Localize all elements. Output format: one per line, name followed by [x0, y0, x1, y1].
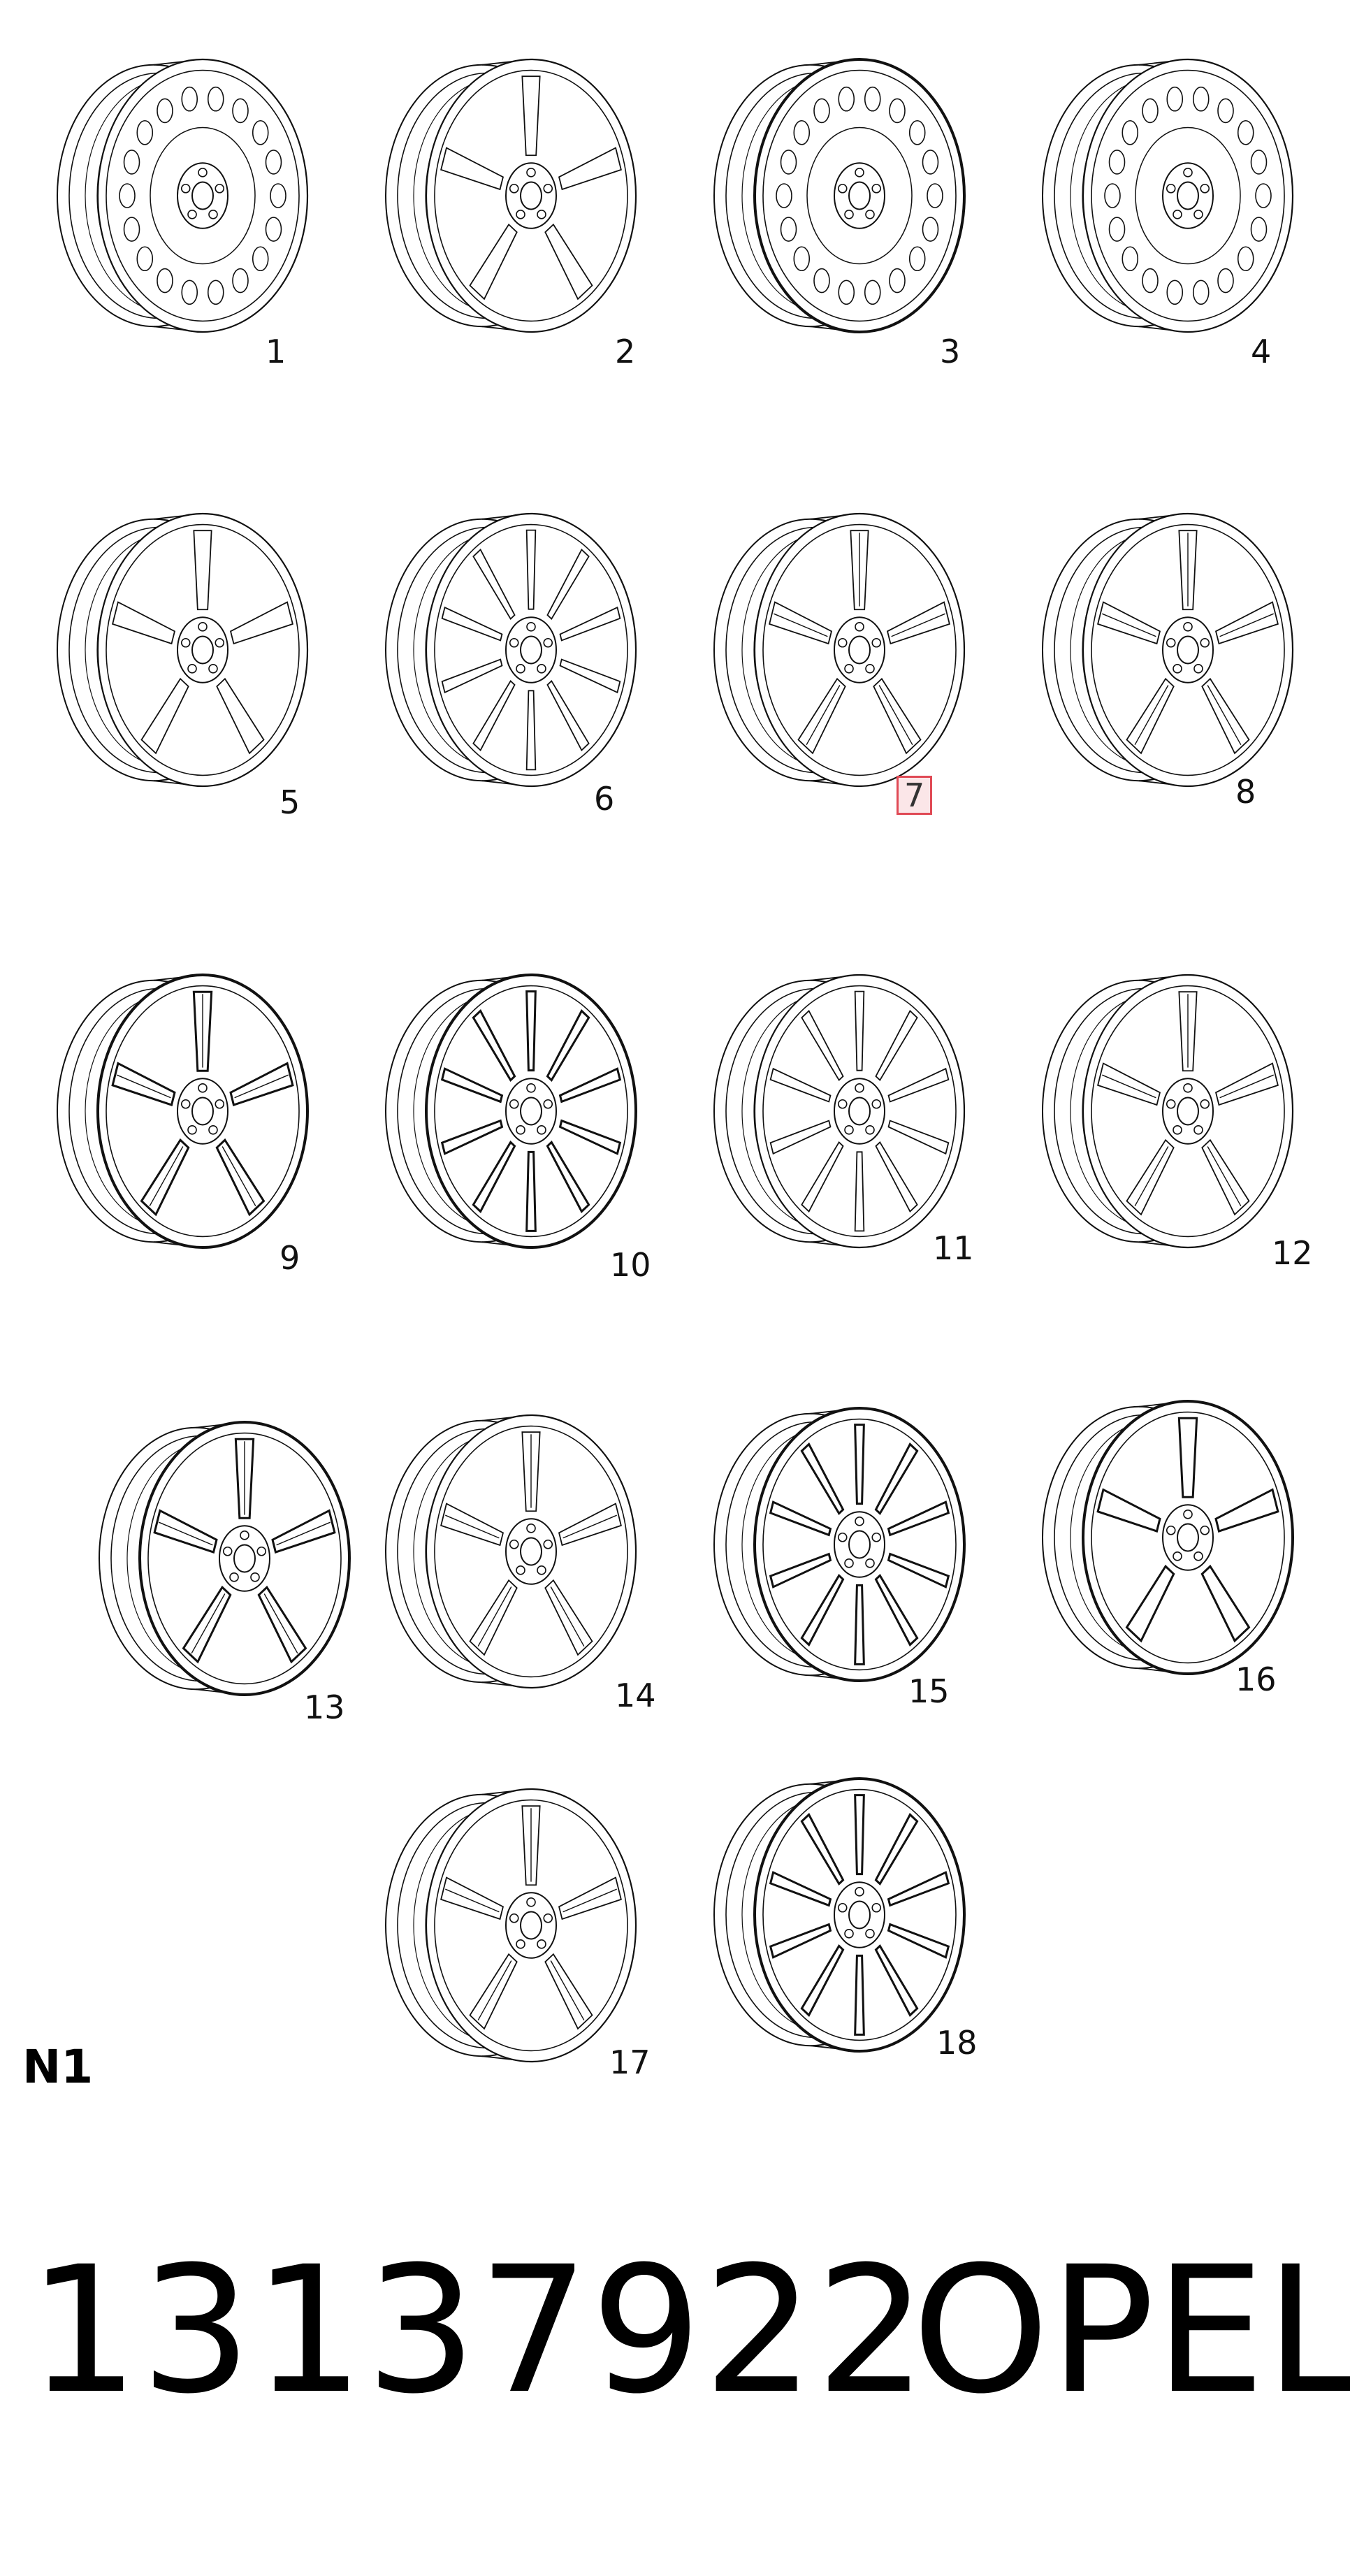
wheel-3	[713, 58, 966, 333]
wheel-label-10: 10	[610, 1246, 651, 1284]
wheel-17	[385, 1788, 637, 2063]
wheel-8	[1042, 512, 1294, 788]
wheel-label-11: 11	[933, 1229, 974, 1267]
wheel-label-5: 5	[280, 783, 300, 821]
wheel-9	[57, 974, 309, 1249]
brand-name: OPEL	[912, 2229, 1350, 2432]
wheel-11	[713, 974, 966, 1249]
wheel-label-7: 7	[897, 776, 933, 815]
wheel-10	[385, 974, 637, 1249]
wheel-label-18: 18	[936, 2024, 978, 2062]
wheel-6	[385, 512, 637, 788]
wheel-label-13: 13	[304, 1688, 345, 1726]
wheel-label-4: 4	[1251, 333, 1272, 370]
section-label: N1	[22, 2040, 94, 2094]
wheel-18	[713, 1777, 966, 2053]
wheel-7	[713, 512, 966, 788]
wheel-label-6: 6	[594, 780, 615, 818]
wheel-14	[385, 1414, 637, 1689]
wheel-label-3: 3	[940, 333, 961, 370]
wheel-label-9: 9	[280, 1239, 300, 1277]
part-number: 13137922	[28, 2229, 929, 2432]
wheel-1	[57, 58, 309, 333]
wheel-label-17: 17	[609, 2043, 651, 2081]
wheel-label-1: 1	[266, 333, 286, 370]
wheel-2	[385, 58, 637, 333]
wheel-5	[57, 512, 309, 788]
wheel-label-12: 12	[1272, 1234, 1313, 1272]
wheel-13	[99, 1421, 351, 1696]
wheel-15	[713, 1407, 966, 1682]
wheel-label-14: 14	[615, 1677, 656, 1714]
wheel-label-8: 8	[1235, 773, 1256, 811]
wheel-4	[1042, 58, 1294, 333]
wheel-label-2: 2	[615, 333, 636, 370]
wheel-16	[1042, 1400, 1294, 1675]
wheel-label-15: 15	[908, 1672, 950, 1710]
wheel-label-16: 16	[1235, 1660, 1277, 1698]
wheel-12	[1042, 974, 1294, 1249]
